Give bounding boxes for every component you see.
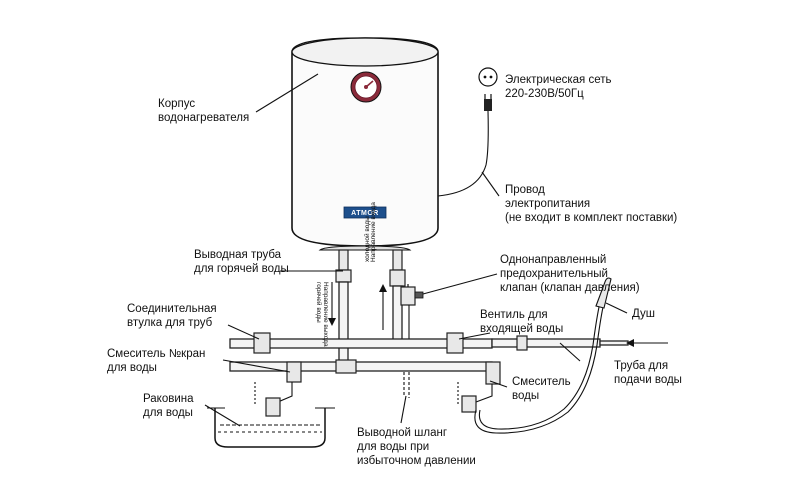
drain-hose xyxy=(403,372,410,398)
label-mixer-left-1: Смеситель №кран xyxy=(107,348,205,360)
label-body-1: Корпус xyxy=(158,98,195,110)
hot-flow-arrow xyxy=(328,282,336,326)
label-cord-3: (не входит в комплект поставки) xyxy=(505,212,677,224)
power-plug-icon xyxy=(478,67,498,111)
label-sink-2: для воды xyxy=(143,407,193,419)
hot-outlet-pipe xyxy=(335,249,352,365)
check-valve xyxy=(400,284,424,340)
inlet-valve xyxy=(446,332,528,354)
label-inlet-2: входящей воды xyxy=(480,323,563,335)
brand-logo: ATMOR xyxy=(343,206,387,219)
label-drain-1: Выводной шланг xyxy=(357,427,447,439)
label-drain-3: избыточном давлении xyxy=(357,455,476,467)
thermometer-gauge-icon xyxy=(350,71,382,103)
hot-flow-text-1: Направление выхода xyxy=(322,282,329,347)
label-valve-2: предохранительный xyxy=(500,268,608,280)
label-shower: Душ xyxy=(632,308,655,320)
label-cord-2: электропитания xyxy=(505,198,590,210)
label-coupling-2: втулка для труб xyxy=(127,317,213,329)
sink xyxy=(207,407,335,448)
label-sink-1: Раковина xyxy=(143,393,194,405)
hot-flow-text-2: горячей воды xyxy=(315,282,323,323)
cold-flow-text-1: Направление входа xyxy=(370,202,377,262)
label-valve-1: Однонаправленный xyxy=(500,254,606,266)
label-hot-2: для горячей воды xyxy=(194,263,289,275)
label-hot-1: Выводная труба xyxy=(194,249,282,261)
water-heater-tank: ATMOR xyxy=(291,37,439,251)
supply-flow-arrow xyxy=(626,339,668,347)
label-mixer-right-1: Смеситель xyxy=(512,376,571,388)
label-supply-2: подачи воды xyxy=(614,374,682,386)
label-mixer-left-2: для воды xyxy=(107,362,157,374)
label-inlet-1: Вентиль для xyxy=(480,309,548,321)
label-coupling-1: Соединительная xyxy=(127,303,217,315)
shower-hose xyxy=(474,306,604,434)
cold-flow-arrow xyxy=(379,284,387,330)
label-cord-1: Провод xyxy=(505,184,545,196)
label-drain-2: для воды при xyxy=(357,441,429,453)
label-mixer-right-2: воды xyxy=(512,390,539,402)
label-power-1: Электрическая сеть xyxy=(505,74,612,86)
left-mixer xyxy=(254,361,302,417)
right-mixer xyxy=(457,361,501,413)
shower-head-icon xyxy=(595,277,612,309)
power-cord xyxy=(437,110,489,197)
leader-lines xyxy=(204,73,628,427)
main-pipes xyxy=(229,338,629,374)
pipe-coupling xyxy=(253,332,271,354)
label-power-2: 220-230В/50Гц xyxy=(505,88,584,100)
label-body-2: водонагревателя xyxy=(158,112,249,124)
cold-flow-text-2: холодной воды xyxy=(363,216,371,262)
label-supply-1: Труба для xyxy=(614,360,668,372)
brand-text: ATMOR xyxy=(351,210,379,217)
label-valve-3: клапан (клапан давления) xyxy=(500,282,640,294)
